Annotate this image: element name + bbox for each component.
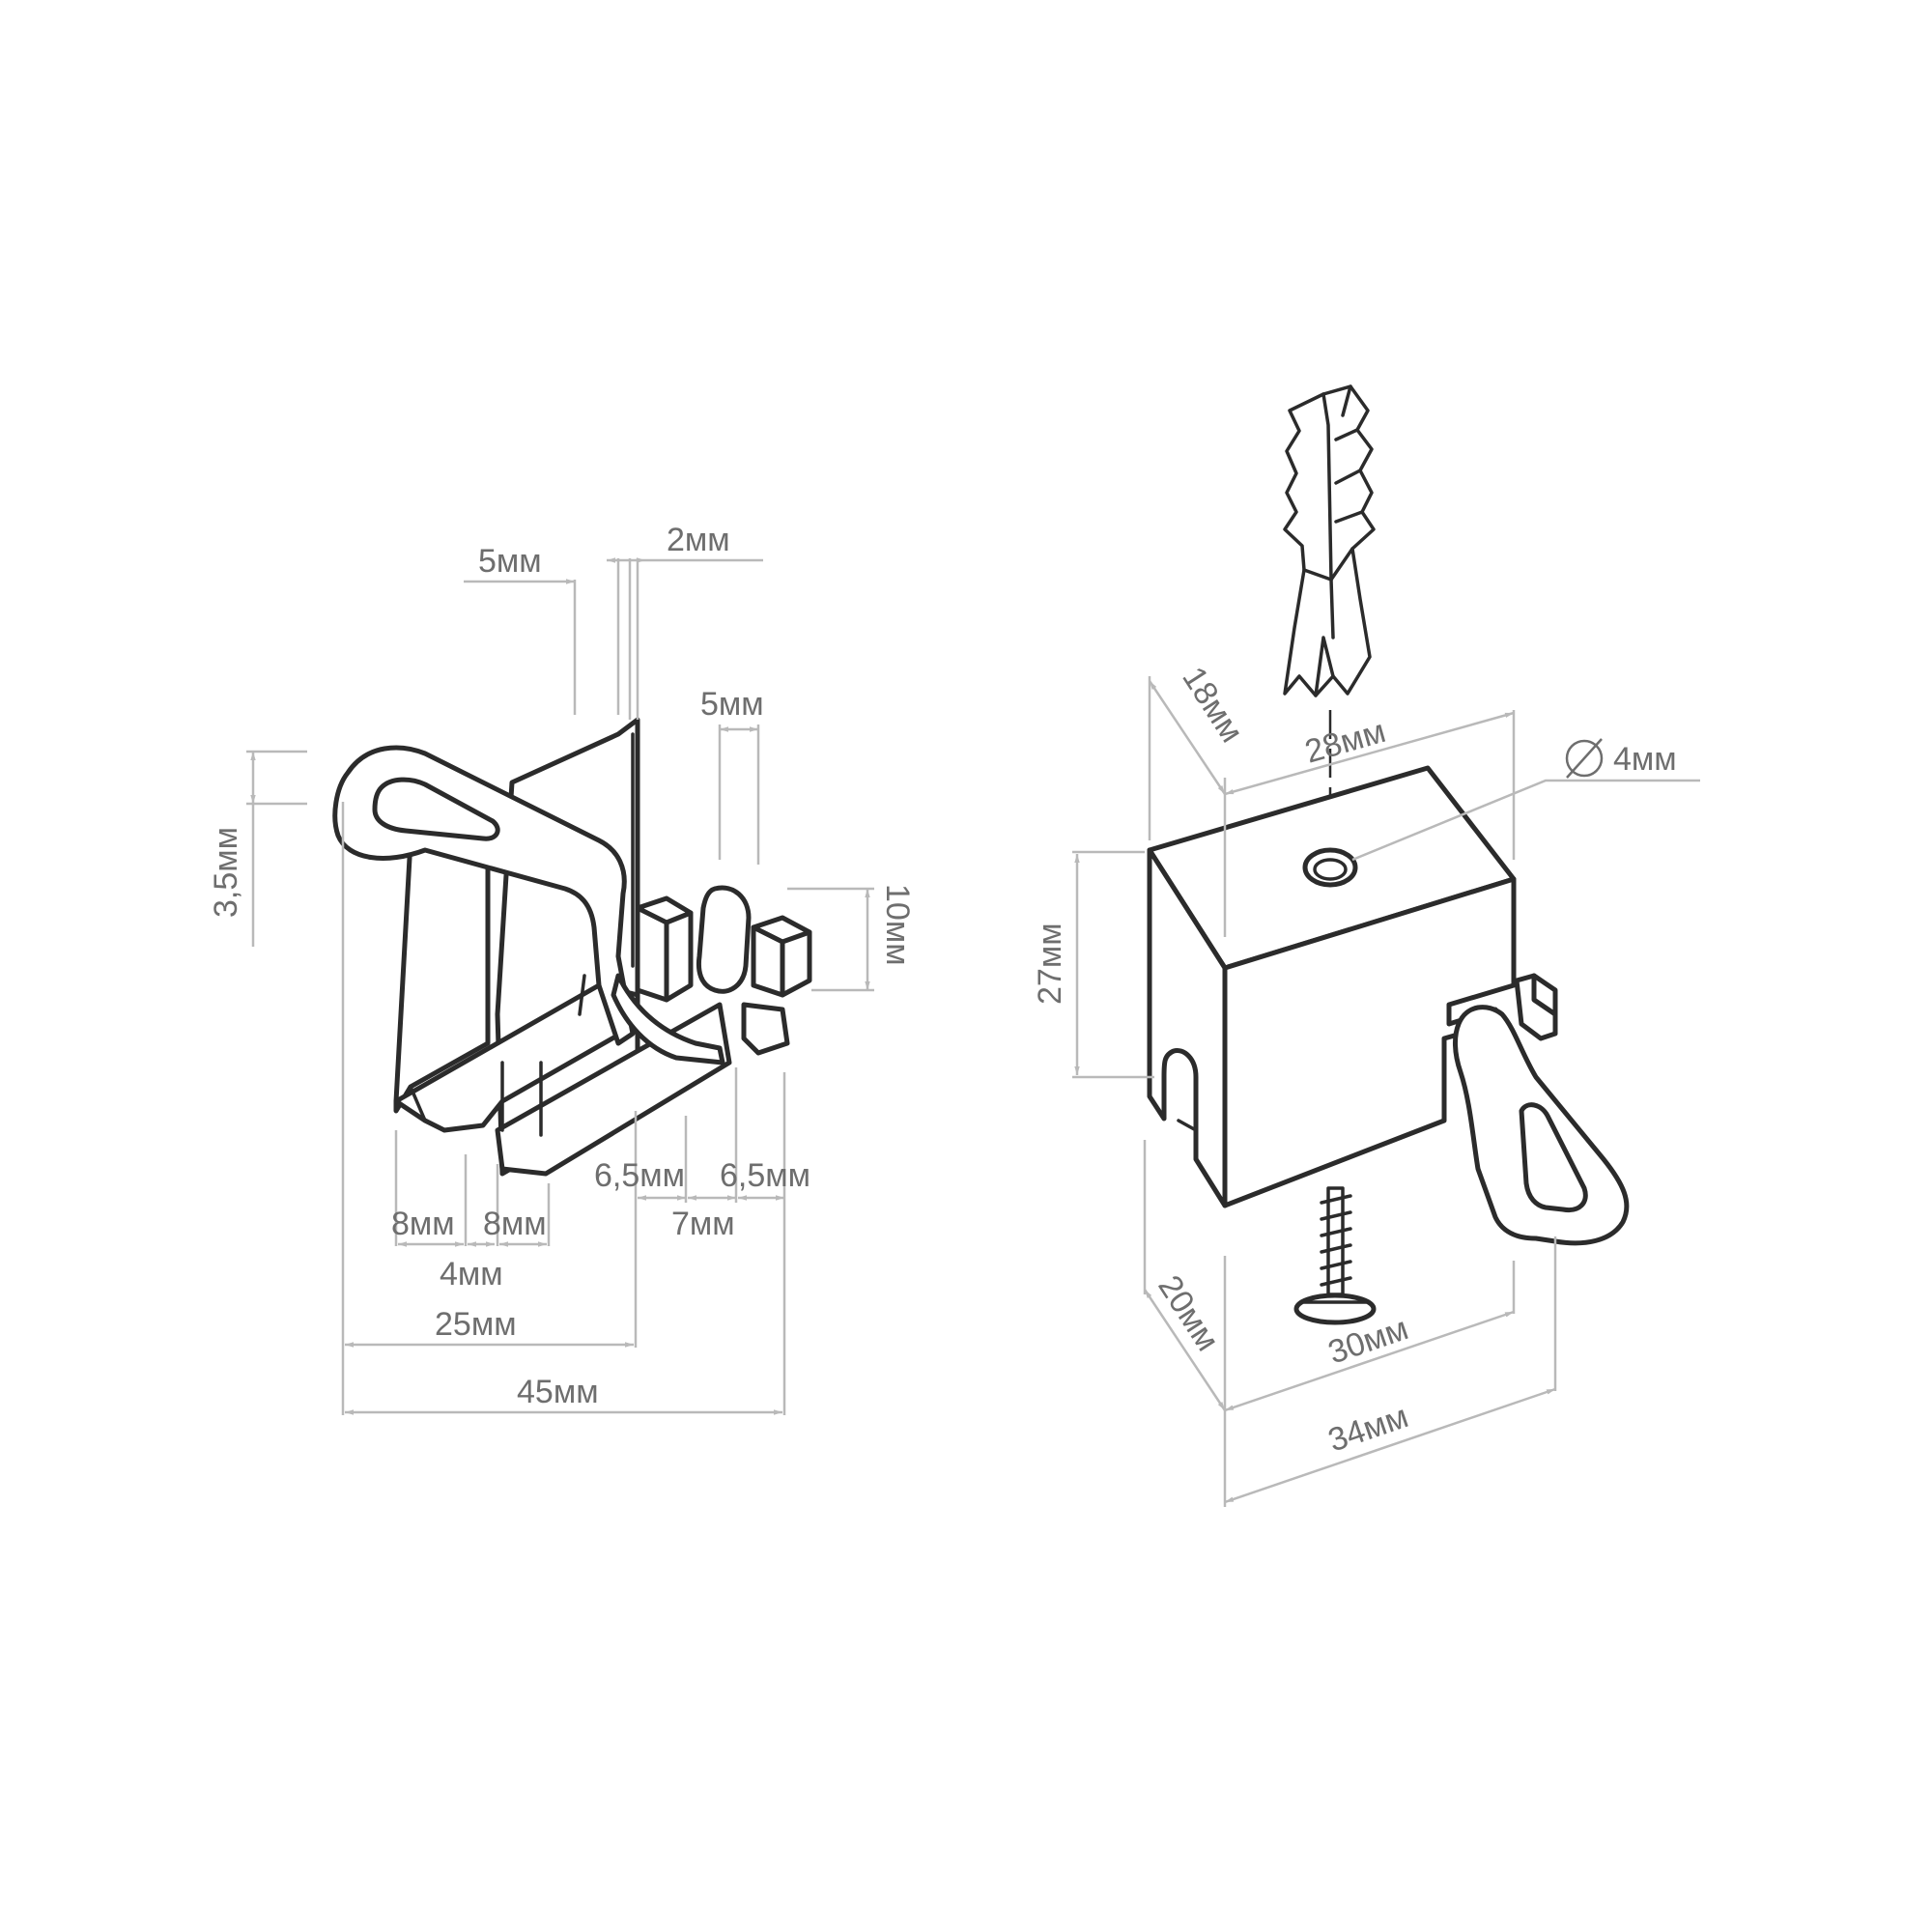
- dim-label-height-27: 27мм: [1032, 923, 1068, 1005]
- side-dimensions: [246, 557, 874, 1415]
- dim-label-bottom-45: 45мм: [517, 1374, 599, 1410]
- dim-label-bottom-8-a: 8мм: [391, 1206, 455, 1242]
- locking-tabs: [611, 885, 812, 1065]
- dim-label-bottom-8-b: 8мм: [483, 1206, 547, 1242]
- iso-dimensions: [1072, 676, 1700, 1507]
- dim-label-depth-20: 20мм: [1151, 1269, 1226, 1358]
- dim-label-bottom-7: 7мм: [671, 1206, 735, 1242]
- dim-label-bottom-6-5-a: 6,5мм: [594, 1157, 685, 1194]
- dim-label-bottom-4: 4мм: [440, 1256, 503, 1293]
- dim-label-hole: 4мм: [1613, 741, 1677, 778]
- dim-label-right-10: 10мм: [879, 884, 916, 966]
- dim-label-right-5: 5мм: [700, 686, 764, 723]
- dim-label-left-3-5: 3,5мм: [208, 827, 244, 918]
- clamp-tongue: [332, 745, 636, 1046]
- wall-plug: [1283, 384, 1376, 697]
- iso-view: 18мм 28мм 4мм 27мм 20мм 30мм 34мм: [1032, 384, 1700, 1507]
- dim-label-bottom-25: 25мм: [435, 1306, 517, 1343]
- dim-label-top-5: 5мм: [478, 543, 542, 580]
- dim-label-bottom-6-5-b: 6,5мм: [720, 1157, 810, 1194]
- clamp-tongue-iso: [1453, 1005, 1630, 1246]
- mounting-block: [1147, 765, 1558, 1208]
- dim-label-top-2: 2мм: [667, 522, 730, 558]
- dim-label-width-28: 28мм: [1301, 713, 1390, 771]
- screw: [1293, 1186, 1377, 1325]
- dim-label-width-34: 34мм: [1323, 1398, 1412, 1459]
- side-view: 5мм 2мм 5мм 3,5мм 10мм 6,5мм 6,5мм 7мм 8…: [208, 522, 916, 1415]
